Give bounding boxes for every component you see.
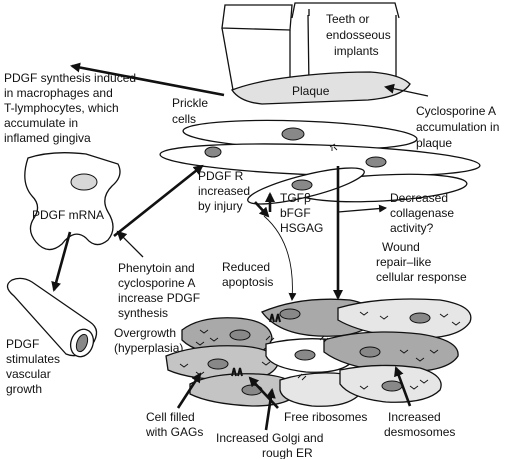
pdgf-synthesis-label-3: T-lymphocytes, which [4,101,119,115]
macrophage-cell [24,152,121,251]
apoptosis-label-1: Reduced [222,260,270,274]
phenytoin-label-2: cyclosporine A [118,276,195,290]
collagenase-label-1: Decreased [390,191,448,205]
teeth-label-1: Teeth or [326,12,369,26]
ribosomes-arrow [248,376,279,409]
overgrowth-label-2: (hyperplasia) [114,341,183,355]
pdgf-synthesis-label-2: in macrophages and [4,86,113,100]
golgi-label-1: Increased Golgi and [216,431,323,445]
apoptosis-line [263,215,297,301]
pdgf-synthesis-label-4: accumulate in [4,116,78,130]
pdgf-synthesis-label-1: PDGF synthesis induced [4,71,136,85]
ribosomes-label: Free ribosomes [284,410,367,424]
desmosomes-label-2: desmosomes [384,425,455,439]
pdgf-r-label-3: by injury [198,199,243,213]
overgrowth-label-1: Overgrowth [114,326,176,340]
teeth-drawing [221,2,400,91]
hyperplastic-cells [165,298,472,407]
vascular-label-4: growth [6,382,42,396]
pdgf-r-label-2: increased [198,184,250,198]
plaque-label: Plaque [292,84,330,98]
pdgf-mrna-label: PDGF mRNA [32,208,104,222]
phenytoin-arrow [116,230,144,258]
gag-arrow [176,372,202,409]
gag-label-2: with GAGs [145,425,203,439]
desmosomes-label-1: Increased [388,410,441,424]
apoptosis-label-2: apoptosis [222,275,273,289]
collagenase-label-3: activity? [390,221,434,235]
vascular-label-1: PDGF [6,337,39,351]
golgi-arrow [264,388,276,431]
vascular-label-2: stimulates [6,352,60,366]
cyclosporine-accum-label-3: plaque [416,136,452,150]
vascular-label-3: vascular [6,367,51,381]
prickle-label-1: Prickle [172,96,208,110]
blood-vessel [6,277,98,358]
factor-bfgf: bFGF [280,206,311,220]
wound-label-1: Wound [382,240,420,254]
teeth-label-3: implants [334,44,379,58]
pdgf-synthesis-arrow [70,62,225,97]
cyclosporine-accum-label-1: Cyclosporine A [416,104,496,118]
wound-label-3: cellular response [376,270,467,284]
cyclosporine-accum-label-2: accumulation in [416,120,499,134]
golgi-label-2: rough ER [262,446,313,459]
collagenase-arrow [337,204,387,213]
pdgf-synthesis-label-5: inflamed gingiva [4,131,91,145]
factor-hsgag: HSGAG [280,221,323,235]
factor-tgfb: TGFβ [280,191,311,205]
prickle-label-2: cells [172,112,196,126]
collagenase-label-2: collagenase [390,206,454,220]
teeth-label-2: endosseous [326,28,391,42]
cyclosporine-arrow [384,83,429,97]
phenytoin-label-3: increase PDGF [118,291,200,305]
pdgf-to-vessel-arrow [51,231,72,292]
phenytoin-label-4: synthesis [118,306,168,320]
wound-label-2: repair–like [376,255,432,269]
phenytoin-label-1: Phenytoin and [118,261,195,275]
plaque-shape [231,71,411,105]
macrophage-nucleus [70,173,98,191]
pdgf-to-prickle-arrow [113,164,204,238]
injury-arrow [254,201,270,218]
prickle-cells [159,119,481,205]
pdgf-r-label-1: PDGF R [198,169,244,183]
desmosomes-arrow [394,366,412,407]
gag-label-1: Cell filled [146,410,195,424]
